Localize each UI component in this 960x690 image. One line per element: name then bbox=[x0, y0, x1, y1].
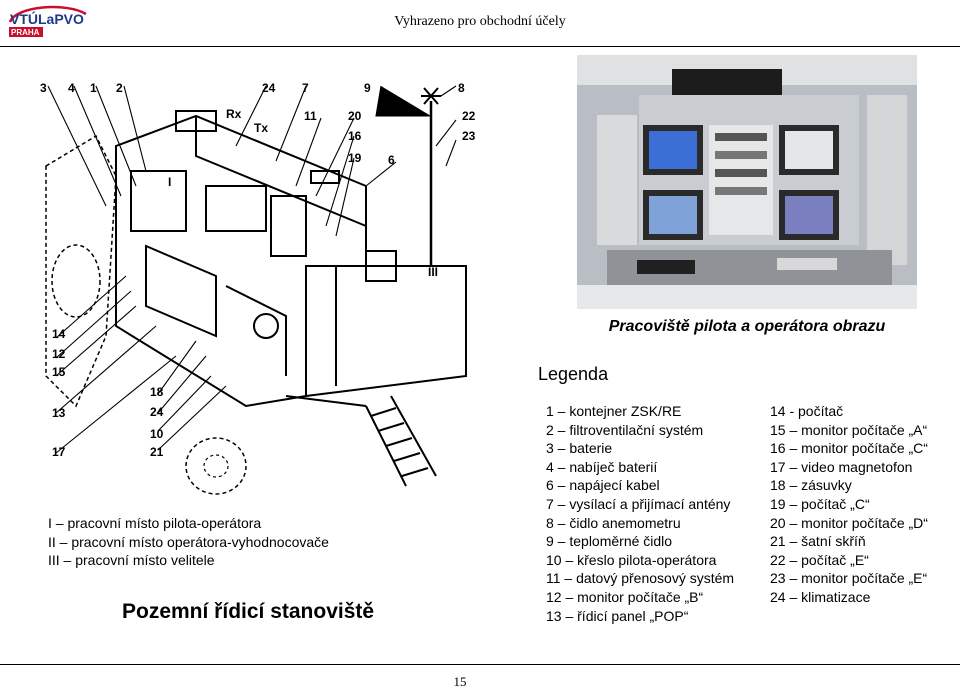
legend-item: 16 – monitor počítače „C“ bbox=[770, 440, 928, 457]
callout-label: 14 bbox=[52, 327, 66, 341]
callout-label: 23 bbox=[462, 129, 476, 143]
legend-item: 23 – monitor počítače „E“ bbox=[770, 570, 928, 587]
legend-item: 9 – teploměrné čidlo bbox=[546, 533, 673, 550]
callout-label: 15 bbox=[52, 365, 66, 379]
logo-subtext: PRAHA bbox=[11, 28, 40, 37]
callout-label: Rx bbox=[226, 107, 242, 121]
page-number: 15 bbox=[453, 674, 467, 689]
legend-item: 21 – šatní skříň bbox=[770, 533, 866, 550]
vtulapvo-logo: VTÚLaPVO PRAHA bbox=[8, 5, 87, 37]
callout-label: 1 bbox=[90, 81, 97, 95]
legend-item: 22 – počítač „E“ bbox=[770, 551, 869, 568]
legend-item: 13 – řídicí panel „POP“ bbox=[546, 607, 689, 624]
ground-station-cutaway-diagram: 3 4 1 2 24 7 11 9 8 20 16 19 6 22 23 14 … bbox=[40, 81, 476, 495]
photo-caption: Pracoviště pilota a operátora obrazu bbox=[608, 318, 886, 335]
legend-item: 8 – čidlo anemometru bbox=[546, 514, 681, 531]
callout-label: 19 bbox=[348, 151, 362, 165]
legend-column-1: 1 – kontejner ZSK/RE 2 – filtroventilačn… bbox=[546, 402, 734, 625]
callout-label: Tx bbox=[254, 121, 268, 135]
legend-item: 17 – video magnetofon bbox=[770, 458, 913, 475]
legend-item: 14 - počítač bbox=[770, 403, 844, 419]
legend-item: 19 – počítač „C“ bbox=[770, 495, 870, 512]
diagram-title: Pozemní řídicí stanoviště bbox=[122, 600, 375, 623]
legend-title: Legenda bbox=[538, 364, 609, 384]
callout-label: 13 bbox=[52, 406, 66, 420]
workplace-item: III – pracovní místo velitele bbox=[48, 552, 215, 569]
footer-rule bbox=[0, 664, 960, 665]
callout-label: I bbox=[168, 175, 171, 189]
callout-label: 20 bbox=[348, 109, 362, 123]
legend-column-2: 14 - počítač 15 – monitor počítače „A“ 1… bbox=[770, 402, 928, 607]
legend-item: 15 – monitor počítače „A“ bbox=[770, 421, 928, 438]
legend-item: 7 – vysílací a přijímací antény bbox=[546, 495, 731, 512]
callout-label: 4 bbox=[68, 81, 75, 95]
operator-workplace-photo bbox=[577, 55, 917, 309]
legend-item: 6 – napájecí kabel bbox=[546, 477, 660, 494]
callout-label: 8 bbox=[458, 81, 465, 95]
callout-label: 6 bbox=[388, 153, 395, 167]
legend-item: 12 – monitor počítače „B“ bbox=[546, 588, 704, 605]
callout-label: 24 bbox=[150, 405, 164, 419]
callout-label: 18 bbox=[150, 385, 164, 399]
logo-text: VTÚLaPVO bbox=[10, 10, 84, 27]
legend-item: 1 – kontejner ZSK/RE bbox=[546, 403, 682, 419]
callout-label: 17 bbox=[52, 445, 66, 459]
callout-label: 3 bbox=[40, 81, 47, 95]
legend-item: 18 – zásuvky bbox=[770, 477, 852, 494]
restriction-note: Vyhrazeno pro obchodní účely bbox=[394, 14, 566, 29]
legend-item: 4 – nabíječ baterií bbox=[546, 458, 658, 475]
callout-label: 16 bbox=[348, 129, 362, 143]
legend-item: 11 – datový přenosový systém bbox=[546, 570, 735, 587]
legend-item: 24 – klimatizace bbox=[770, 588, 871, 605]
legend-item: 10 – křeslo pilota-operátora bbox=[546, 551, 717, 568]
callout-label: 22 bbox=[462, 109, 476, 123]
callout-label: 9 bbox=[364, 81, 371, 95]
header-rule bbox=[0, 46, 960, 47]
workplace-item: I – pracovní místo pilota-operátora bbox=[48, 515, 262, 531]
legend-item: 2 – filtroventilační systém bbox=[546, 421, 704, 438]
callout-label: 10 bbox=[150, 427, 164, 441]
workplace-item: II – pracovní místo operátora-vyhodnocov… bbox=[48, 533, 329, 550]
callout-label: 21 bbox=[150, 445, 164, 459]
workplace-list: I – pracovní místo pilota-operátora II –… bbox=[48, 514, 329, 570]
callout-label: III bbox=[428, 265, 438, 279]
callout-label: 11 bbox=[304, 109, 317, 123]
legend-item: 3 – baterie bbox=[546, 440, 613, 457]
callout-label: 7 bbox=[302, 81, 309, 95]
callout-label: 12 bbox=[52, 347, 66, 361]
legend-item: 20 – monitor počítače „D“ bbox=[770, 514, 928, 531]
callout-label: 24 bbox=[262, 81, 276, 95]
callout-label: 2 bbox=[116, 81, 123, 95]
